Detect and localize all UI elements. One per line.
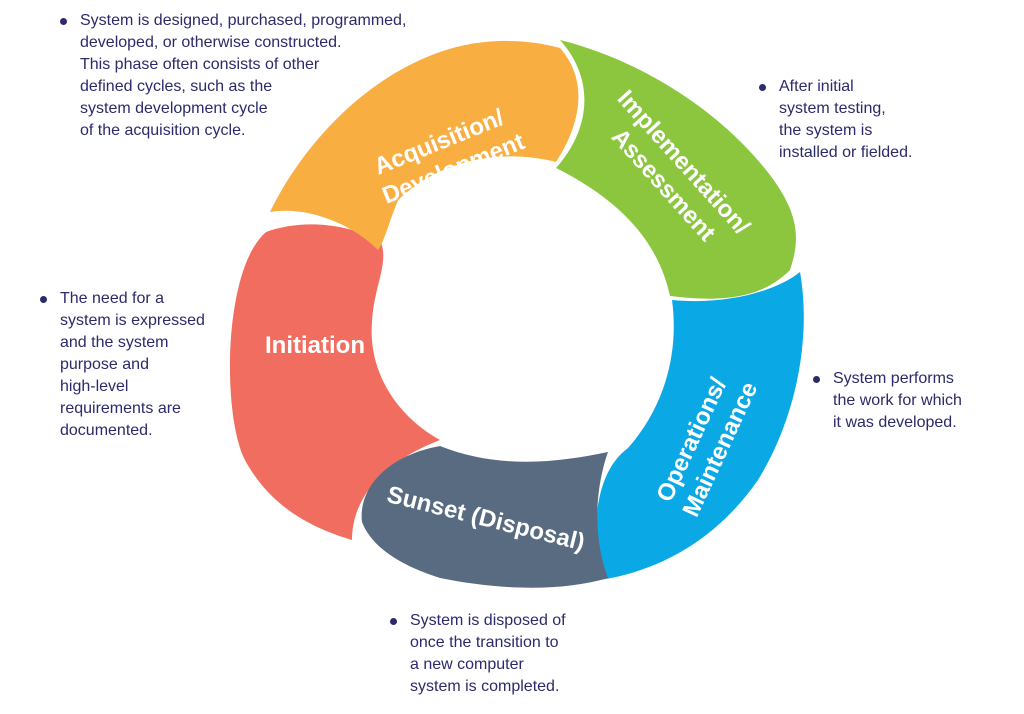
bullet-icon — [40, 296, 47, 303]
note-acquisition: System is designed, purchased, programme… — [60, 10, 406, 142]
segment-acquisition — [270, 40, 579, 250]
bullet-icon — [390, 618, 397, 625]
segment-implementation — [556, 40, 796, 299]
bullet-icon — [759, 84, 766, 91]
bullet-icon — [813, 376, 820, 383]
note-operations: System performs the work for which it wa… — [813, 368, 962, 434]
note-initiation: The need for a system is expressed and t… — [40, 288, 205, 442]
segment-initiation — [229, 224, 440, 540]
label-initiation: Initiation — [265, 332, 365, 359]
segment-sunset — [361, 446, 608, 588]
segment-operations — [595, 272, 804, 580]
bullet-icon — [60, 18, 67, 25]
note-sunset: System is disposed of once the transitio… — [390, 610, 566, 698]
note-implementation: After initial system testing, the system… — [759, 76, 912, 164]
